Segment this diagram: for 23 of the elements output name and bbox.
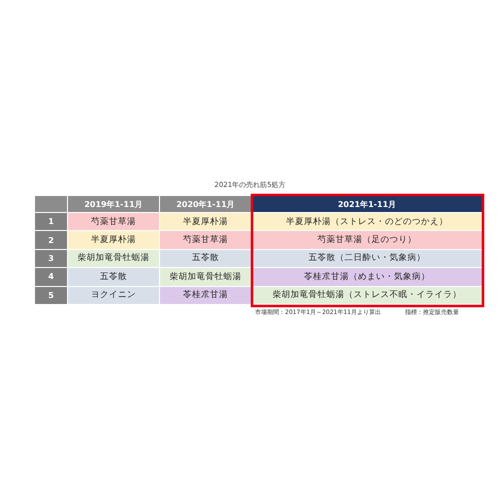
- table-cell: 五苓散: [160, 250, 252, 268]
- table-cell: ヨクイニン: [68, 286, 160, 305]
- rank-cell: 3: [35, 250, 68, 268]
- table-cell: 半夏厚朴湯: [160, 213, 252, 232]
- table-cell: 芍薬甘草湯（足のつり）: [252, 231, 483, 250]
- rank-cell: 2: [35, 231, 68, 250]
- table-cell: 五苓散（二日酔い・気象病）: [252, 250, 483, 268]
- table-cell: 芍薬甘草湯: [160, 231, 252, 250]
- table-cell: 柴胡加竜骨牡蛎湯（ストレス不眠・イライラ）: [252, 286, 483, 305]
- table-cell: 半夏厚朴湯（ストレス・のどのつかえ）: [252, 213, 483, 232]
- table-cell: 柴胡加竜骨牡蛎湯: [68, 250, 160, 268]
- header-cell: 2020年1-11月: [160, 196, 252, 213]
- table-cell: 苓桂朮甘湯（めまい・気象病）: [252, 268, 483, 287]
- rank-cell: 5: [35, 286, 68, 305]
- header-cell: 2021年1-11月: [252, 196, 483, 213]
- header-cell: 2019年1-11月: [68, 196, 160, 213]
- table-cell: 芍薬甘草湯: [68, 213, 160, 232]
- rank-cell: 1: [35, 213, 68, 232]
- table-cell: 苓桂朮甘湯: [160, 286, 252, 305]
- table-cell: 五苓散: [68, 268, 160, 287]
- rank-cell: 4: [35, 268, 68, 287]
- table-cell: 柴胡加竜骨牡蛎湯: [160, 268, 252, 287]
- table-cell: 半夏厚朴湯: [68, 231, 160, 250]
